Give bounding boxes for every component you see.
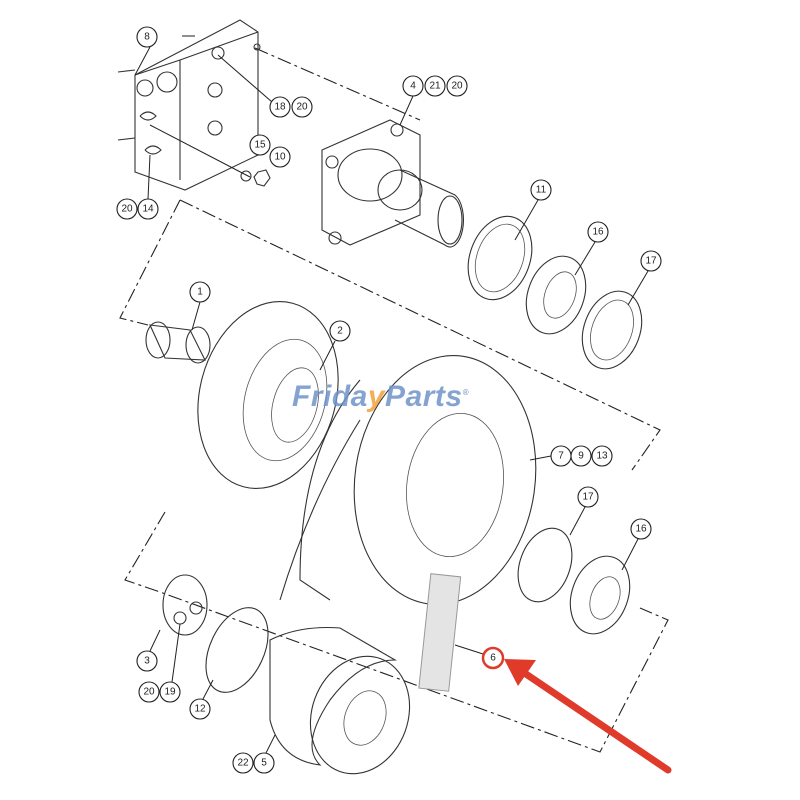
highlight-arrow <box>504 659 672 774</box>
svg-text:16: 16 <box>592 227 604 238</box>
registered-mark: ® <box>462 388 469 397</box>
part-2-flange <box>197 301 339 489</box>
svg-text:20: 20 <box>296 102 308 113</box>
callout-20[interactable]: 20 <box>116 198 138 220</box>
callout-13[interactable]: 13 <box>591 445 613 467</box>
callout-16[interactable]: 16 <box>630 518 652 540</box>
svg-text:14: 14 <box>142 204 154 215</box>
svg-text:17: 17 <box>582 492 594 503</box>
svg-text:20: 20 <box>121 204 133 215</box>
svg-text:8: 8 <box>144 32 150 43</box>
callout-20[interactable]: 20 <box>446 75 468 97</box>
watermark-text-3: Parts <box>385 380 463 413</box>
part-16-lower-cone <box>569 555 631 635</box>
callout-21[interactable]: 21 <box>424 75 446 97</box>
callout-8[interactable]: 8 <box>136 26 158 48</box>
svg-text:7: 7 <box>558 451 564 462</box>
callout-11[interactable]: 11 <box>530 179 552 201</box>
callout-2[interactable]: 2 <box>329 320 351 342</box>
svg-text:16: 16 <box>635 524 647 535</box>
assembly-outline-middle-right <box>179 199 661 471</box>
part-3-cap <box>162 574 208 636</box>
svg-text:21: 21 <box>429 81 441 92</box>
callout-6-highlighted[interactable]: 6 <box>481 646 505 670</box>
callout-17[interactable]: 17 <box>640 250 662 272</box>
part-6-tread-strip <box>418 573 462 692</box>
svg-text:17: 17 <box>645 256 657 267</box>
callout-12[interactable]: 12 <box>189 698 211 720</box>
svg-text:9: 9 <box>578 451 584 462</box>
callout-22[interactable]: 22 <box>232 752 254 774</box>
svg-text:1: 1 <box>197 287 203 298</box>
svg-text:18: 18 <box>274 102 286 113</box>
watermark-text-2: a <box>350 380 368 413</box>
svg-text:10: 10 <box>274 152 286 163</box>
part-16-bearing-cone <box>525 255 587 335</box>
callout-1[interactable]: 1 <box>189 281 211 303</box>
svg-text:13: 13 <box>596 451 608 462</box>
callout-4[interactable]: 4 <box>402 75 424 97</box>
callout-17[interactable]: 17 <box>577 486 599 508</box>
watermark-accent: y <box>367 380 386 413</box>
part-8-plate-assembly <box>117 19 261 191</box>
part-10-nut <box>253 169 271 187</box>
svg-text:15: 15 <box>254 140 266 151</box>
part-17-bearing-cup <box>581 290 643 370</box>
part-11-seal <box>467 215 533 301</box>
svg-text:20: 20 <box>451 81 463 92</box>
part-12-o-ring <box>205 607 269 693</box>
callout-16[interactable]: 16 <box>587 221 609 243</box>
svg-text:22: 22 <box>237 758 249 769</box>
part-1-bushing <box>145 321 211 364</box>
part-5-wheel-motor <box>269 627 411 775</box>
callout-10[interactable]: 10 <box>269 146 291 168</box>
assembly-outline-top <box>254 47 421 121</box>
callout-18[interactable]: 18 <box>269 96 291 118</box>
svg-text:2: 2 <box>337 326 343 337</box>
svg-text:3: 3 <box>144 656 150 667</box>
callout-7[interactable]: 7 <box>550 445 572 467</box>
part-15-washer <box>240 170 252 182</box>
svg-text:12: 12 <box>194 704 206 715</box>
callout-20[interactable]: 20 <box>138 681 160 703</box>
callout-9[interactable]: 9 <box>570 445 592 467</box>
assembly-outline-middle <box>119 199 181 326</box>
callout-20[interactable]: 20 <box>291 96 313 118</box>
svg-text:6: 6 <box>490 653 496 664</box>
svg-text:19: 19 <box>164 687 176 698</box>
svg-text:11: 11 <box>536 185 547 196</box>
fridayparts-watermark: FridayParts® <box>292 380 469 414</box>
part-17-lower-cup <box>517 527 573 603</box>
callout-15[interactable]: 15 <box>249 134 271 156</box>
callout-14[interactable]: 14 <box>137 198 159 220</box>
assembly-outline-bottom <box>124 511 669 753</box>
callout-3[interactable]: 3 <box>136 650 158 672</box>
part-4-spindle-housing <box>321 119 464 248</box>
callout-19[interactable]: 19 <box>159 681 181 703</box>
leader-lines <box>134 46 649 754</box>
watermark-text-1: Frid <box>292 380 351 413</box>
svg-text:4: 4 <box>410 81 416 92</box>
callout-5[interactable]: 5 <box>253 752 275 774</box>
svg-text:5: 5 <box>261 758 267 769</box>
svg-text:20: 20 <box>143 687 155 698</box>
